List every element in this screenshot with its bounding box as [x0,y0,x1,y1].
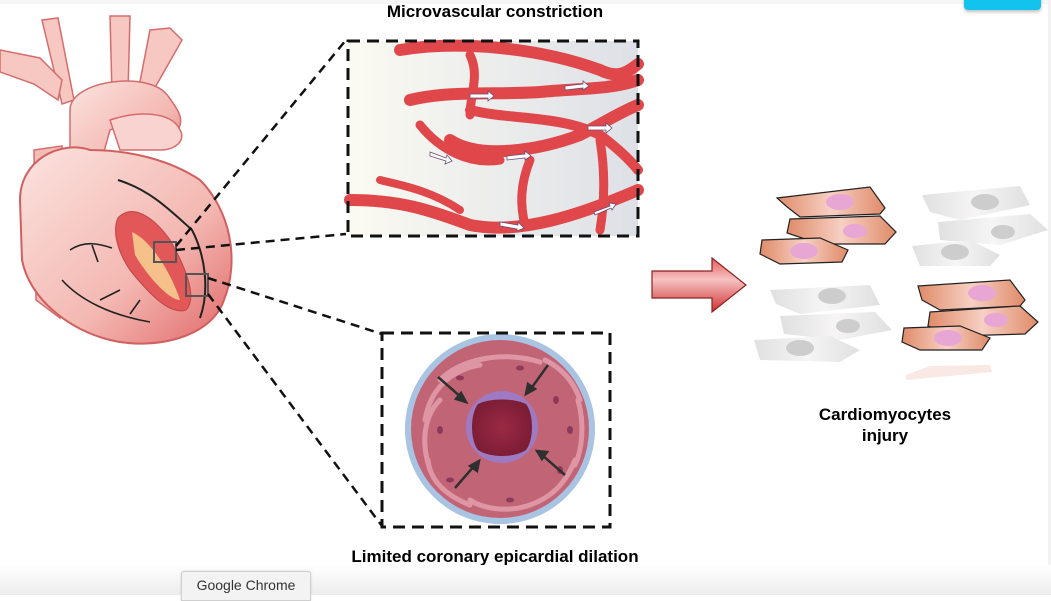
connector-lines [175,39,383,527]
zoom-box-epicardial [185,273,209,297]
vessel-network [344,39,644,235]
zoom-box-microvascular [153,241,177,263]
injured-cells-bottom-left [754,285,892,362]
flow-arrows [429,80,617,232]
cell-reflection [906,365,992,380]
heart-illustration [0,15,233,345]
healthy-cells-top-left [759,186,897,265]
constriction-arrows [437,364,566,489]
top-strip [0,0,1051,4]
healthy-cells-bottom-right [901,279,1039,351]
epicardial-panel [380,331,612,529]
google-chrome-tooltip[interactable]: Google Chrome [181,571,311,601]
microvascular-frame [346,39,640,238]
result-arrow-icon [651,256,747,314]
right-scroll-edge [1048,0,1051,595]
epicardial-frame [380,331,612,529]
bottom-bar [0,565,1051,595]
microvascular-panel [344,39,644,238]
label-microvascular: Microvascular constriction [386,2,604,21]
cardiomyocytes-group [754,186,1048,380]
top-right-button[interactable] [964,0,1041,10]
label-epicardial: Limited coronary epicardial dilation [351,547,639,566]
injured-cells-top-right [912,186,1048,266]
label-cardiomyocytes: Cardiomyocytes injury [818,405,952,445]
